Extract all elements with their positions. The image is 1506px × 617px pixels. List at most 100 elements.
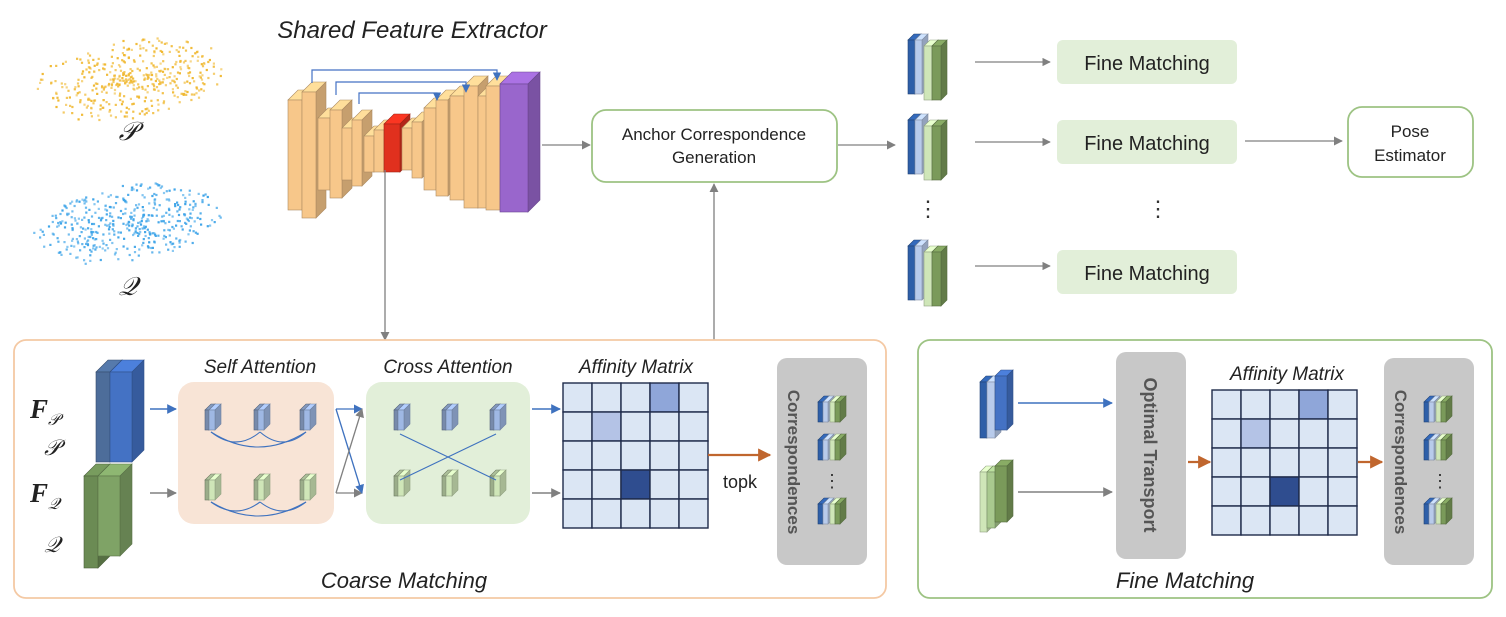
pair-green-dark — [834, 497, 847, 525]
point-cloud-q — [33, 182, 222, 265]
point — [107, 84, 110, 87]
point — [64, 221, 67, 224]
point — [172, 227, 175, 230]
point — [96, 200, 99, 203]
point — [124, 207, 127, 210]
point — [119, 92, 122, 95]
point — [147, 214, 150, 217]
point — [150, 78, 153, 81]
point — [192, 200, 195, 203]
point — [75, 238, 78, 241]
point — [123, 198, 126, 202]
point — [147, 187, 150, 190]
point — [85, 196, 88, 199]
point — [130, 186, 133, 189]
point — [170, 243, 173, 246]
point — [168, 220, 171, 223]
point — [109, 71, 112, 74]
point — [159, 62, 162, 65]
point — [189, 60, 192, 63]
fine-matching-box-1-label: Fine Matching — [1084, 53, 1210, 75]
point — [168, 213, 171, 216]
patch-green-dark — [931, 245, 948, 307]
point — [190, 46, 193, 50]
point — [52, 96, 55, 100]
point — [198, 75, 201, 78]
point — [163, 234, 166, 237]
point — [39, 228, 42, 231]
point — [101, 247, 104, 250]
point — [133, 251, 137, 254]
point — [138, 233, 141, 236]
point — [164, 84, 167, 87]
point — [108, 215, 112, 218]
point — [147, 76, 150, 79]
point — [178, 54, 181, 57]
point — [144, 231, 147, 234]
point — [173, 81, 176, 84]
point — [171, 215, 174, 218]
point — [59, 221, 62, 224]
point — [126, 247, 129, 250]
point — [135, 42, 138, 46]
point — [116, 77, 119, 81]
token-front — [445, 403, 459, 431]
point — [179, 189, 183, 192]
point — [146, 245, 150, 248]
point — [168, 50, 171, 53]
token-front — [208, 403, 222, 431]
point — [90, 111, 93, 115]
point — [168, 189, 171, 192]
point — [192, 206, 195, 209]
point — [112, 43, 115, 46]
point — [157, 221, 160, 224]
pose-label-line1: Pose — [1391, 122, 1430, 141]
point — [118, 79, 121, 82]
token-front — [257, 473, 271, 501]
point — [152, 83, 155, 86]
point — [166, 76, 169, 79]
point — [49, 243, 52, 246]
pose-label-line2: Estimator — [1374, 146, 1446, 165]
point — [163, 67, 166, 70]
point — [101, 216, 104, 219]
point — [165, 198, 168, 201]
point — [176, 96, 179, 99]
point — [137, 221, 140, 224]
point — [134, 229, 137, 232]
point — [118, 94, 121, 97]
point — [71, 237, 74, 240]
point — [121, 79, 124, 82]
point — [173, 188, 176, 191]
matrix-cell — [649, 469, 680, 500]
point — [166, 68, 170, 71]
coarse-affinity-matrix — [562, 382, 709, 529]
point — [85, 200, 88, 203]
point — [103, 68, 106, 71]
anchor-label-line2: Generation — [672, 148, 756, 167]
point — [177, 203, 180, 207]
point — [54, 80, 57, 83]
point — [131, 81, 134, 84]
point — [144, 108, 147, 111]
point — [59, 251, 62, 254]
point — [97, 216, 101, 219]
point — [190, 93, 193, 96]
point — [76, 222, 79, 225]
point — [145, 73, 148, 76]
point — [123, 54, 126, 57]
point — [119, 231, 122, 234]
point — [188, 82, 192, 85]
point — [151, 232, 154, 235]
point — [197, 55, 200, 58]
point — [161, 215, 164, 218]
point — [109, 114, 113, 117]
point — [148, 41, 151, 44]
point — [143, 78, 146, 81]
point — [83, 76, 86, 79]
point — [147, 237, 150, 240]
token-front — [493, 403, 507, 431]
point — [65, 86, 68, 89]
point — [186, 90, 189, 94]
point — [165, 190, 168, 193]
